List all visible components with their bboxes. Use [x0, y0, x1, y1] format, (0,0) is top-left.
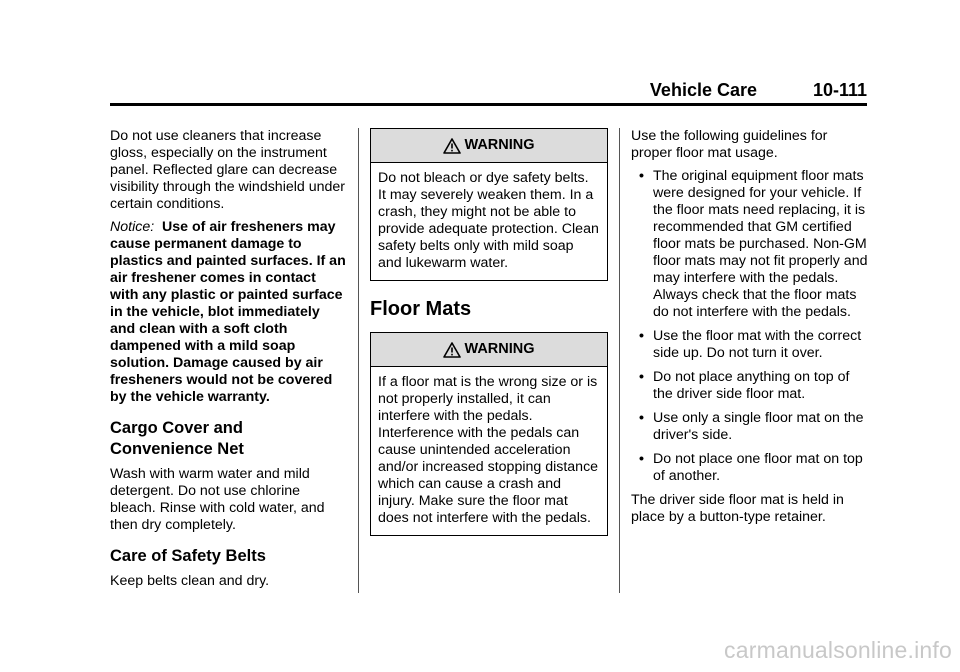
list-item: •Use the floor mat with the correct side…	[639, 328, 862, 361]
list-item: •The original equipment floor mats were …	[639, 168, 868, 320]
bullet-icon: •	[639, 451, 644, 467]
column-divider-2	[619, 128, 620, 593]
warning-header: WARNING	[371, 129, 607, 163]
list-item: •Use only a single floor mat on the driv…	[639, 410, 864, 443]
page-number: 10-111	[812, 80, 867, 100]
warning-triangle-icon	[443, 137, 462, 154]
bullet-icon: •	[639, 369, 644, 385]
warning-triangle-icon	[443, 341, 462, 358]
notice-label: Notice:	[110, 219, 155, 235]
bullet-icon: •	[639, 168, 644, 184]
watermark: carmanualsonline.info	[724, 637, 952, 663]
list-item: •Do not place anything on top of the dri…	[639, 369, 850, 402]
bullet-icon: •	[639, 410, 644, 426]
warning-title: WARNING	[464, 137, 535, 153]
column-right: Use the following guidelines for proper …	[631, 128, 871, 532]
column-middle: WARNING Do not bleach or dye safety belt…	[370, 128, 608, 536]
heading-safety-belts: Care of Safety Belts	[110, 547, 266, 565]
list-item: •Do not place one floor mat on top of an…	[639, 451, 863, 484]
notice-text: Use of air fresheners may cause permanen…	[110, 219, 346, 405]
bullet-icon: •	[639, 328, 644, 344]
cargo-paragraph: Wash with warm water and mild detergent.…	[110, 466, 325, 533]
floor-mat-guidelines: •The original equipment floor mats were …	[631, 168, 871, 485]
retainer-paragraph: The driver side floor mat is held in pla…	[631, 492, 844, 525]
warning-box-floor-mats: WARNING If a floor mat is the wrong size…	[370, 332, 608, 536]
heading-floor-mats: Floor Mats	[370, 298, 472, 320]
belts-paragraph: Keep belts clean and dry.	[110, 573, 270, 589]
warning-text: If a floor mat is the wrong size or is n…	[378, 374, 599, 526]
floor-mat-intro: Use the following guidelines for proper …	[631, 128, 828, 161]
column-left: Do not use cleaners that increase gloss,…	[110, 128, 348, 596]
warning-title: WARNING	[464, 341, 535, 357]
warning-header: WARNING	[371, 333, 607, 367]
column-divider-1	[358, 128, 359, 593]
header-rule	[110, 103, 867, 106]
page-header: Vehicle Care 10-111	[110, 80, 867, 102]
section-title: Vehicle Care	[649, 80, 757, 100]
gloss-paragraph: Do not use cleaners that increase gloss,…	[110, 128, 346, 212]
notice-paragraph: Notice: Use of air fresheners may cause …	[110, 219, 348, 406]
warning-text: Do not bleach or dye safety belts. It ma…	[378, 170, 599, 271]
warning-box-belts: WARNING Do not bleach or dye safety belt…	[370, 128, 608, 281]
heading-cargo-cover: Cargo Cover and Convenience Net	[110, 419, 244, 458]
